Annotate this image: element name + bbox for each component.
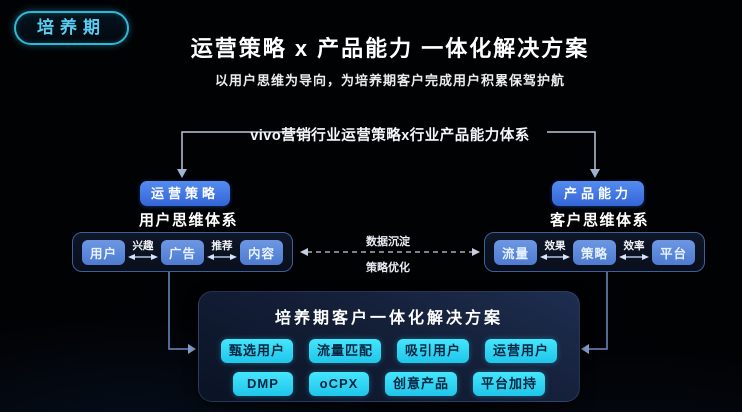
flow-relation: 效果 xyxy=(540,241,570,261)
down-arrow-icon xyxy=(590,169,600,178)
solution-button: 运营用户 xyxy=(485,339,558,363)
exchange-bottom-label: 策略优化 xyxy=(366,262,410,274)
double-arrow-icon xyxy=(540,254,570,260)
flow-node: 策略 xyxy=(572,239,616,265)
solution-panel: 培养期客户一体化解决方案 甄选用户 流量匹配 吸引用户 运营用户 DMP oCP… xyxy=(198,291,580,402)
relation-label: 效率 xyxy=(623,240,645,252)
flow-node: 平台 xyxy=(651,239,695,265)
solution-button: 吸引用户 xyxy=(397,339,470,363)
solution-button-row-1: 甄选用户 流量匹配 吸引用户 运营用户 xyxy=(199,339,579,363)
flow-relation: 推荐 xyxy=(206,240,237,261)
solution-button: oCPX xyxy=(308,372,369,396)
dashed-left-arrow-icon xyxy=(300,248,308,256)
double-arrow-icon xyxy=(618,254,649,260)
flow-node: 用户 xyxy=(82,239,126,265)
flow-node: 广告 xyxy=(160,239,204,265)
left-arrow-icon xyxy=(581,344,589,354)
solution-button: 甄选用户 xyxy=(220,339,293,363)
down-arrow-icon xyxy=(177,169,187,178)
solution-button: DMP xyxy=(232,372,293,396)
left-track-heading: 用户思维体系 xyxy=(139,212,239,229)
flow-node: 内容 xyxy=(239,239,283,265)
right-arrow-icon xyxy=(188,344,196,354)
left-flow-box: 用户 兴趣 广告 推荐 内容 xyxy=(72,232,293,272)
phase-badge: 培养期 xyxy=(14,11,129,45)
page-subtitle: 以用户思维为导向，为培养期客户完成用户积累保驾护航 xyxy=(214,73,566,88)
right-flow-box: 流量 效果 策略 效率 平台 xyxy=(484,232,705,272)
solution-button-row-2: DMP oCPX 创意产品 平台加持 xyxy=(199,372,579,396)
relation-label: 推荐 xyxy=(211,240,233,252)
exchange-top-label: 数据沉淀 xyxy=(366,236,410,248)
tag-product-capability: 产品能力 xyxy=(552,181,644,206)
solution-button: 创意产品 xyxy=(384,372,457,396)
solution-button: 流量匹配 xyxy=(308,339,381,363)
flow-relation: 效率 xyxy=(618,240,649,261)
bracket-label: vivo营销行业运营策略x行业产品能力体系 xyxy=(250,128,530,144)
double-arrow-icon xyxy=(206,254,237,260)
right-track-heading: 客户思维体系 xyxy=(550,212,650,229)
relation-label: 效果 xyxy=(544,240,566,252)
solution-button: 平台加持 xyxy=(473,372,546,396)
solution-panel-title: 培养期客户一体化解决方案 xyxy=(274,310,503,327)
tag-operation-strategy: 运营策略 xyxy=(140,181,230,206)
dashed-right-arrow-icon xyxy=(472,248,480,256)
page-title: 运营策略 x 产品能力 一体化解决方案 xyxy=(190,36,590,61)
flow-relation: 兴趣 xyxy=(128,241,158,261)
double-arrow-icon xyxy=(128,254,158,260)
flow-node: 流量 xyxy=(494,239,538,265)
relation-label: 兴趣 xyxy=(132,240,154,252)
